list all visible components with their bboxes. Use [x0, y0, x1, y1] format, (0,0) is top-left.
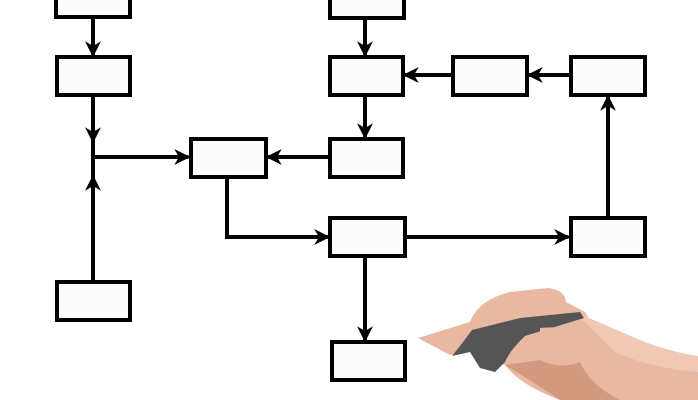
arrow-center-elbow — [225, 175, 331, 245]
box-row4-left — [55, 280, 132, 322]
flowchart-boxes — [54, 0, 647, 382]
box-row1-right2 — [569, 55, 647, 97]
box-row2-center — [189, 137, 268, 179]
box-row3-right — [569, 216, 647, 258]
box-row2-mid — [328, 137, 405, 179]
box-top-left — [54, 0, 132, 19]
hand-with-pen-icon — [418, 288, 698, 400]
box-row3-mid — [328, 216, 407, 258]
box-row1-right1 — [451, 55, 529, 97]
connectors — [85, 15, 616, 343]
box-row1-left — [55, 55, 132, 97]
box-row1-mid — [328, 55, 405, 97]
box-bottom — [330, 340, 407, 382]
box-top-middle — [328, 0, 406, 20]
